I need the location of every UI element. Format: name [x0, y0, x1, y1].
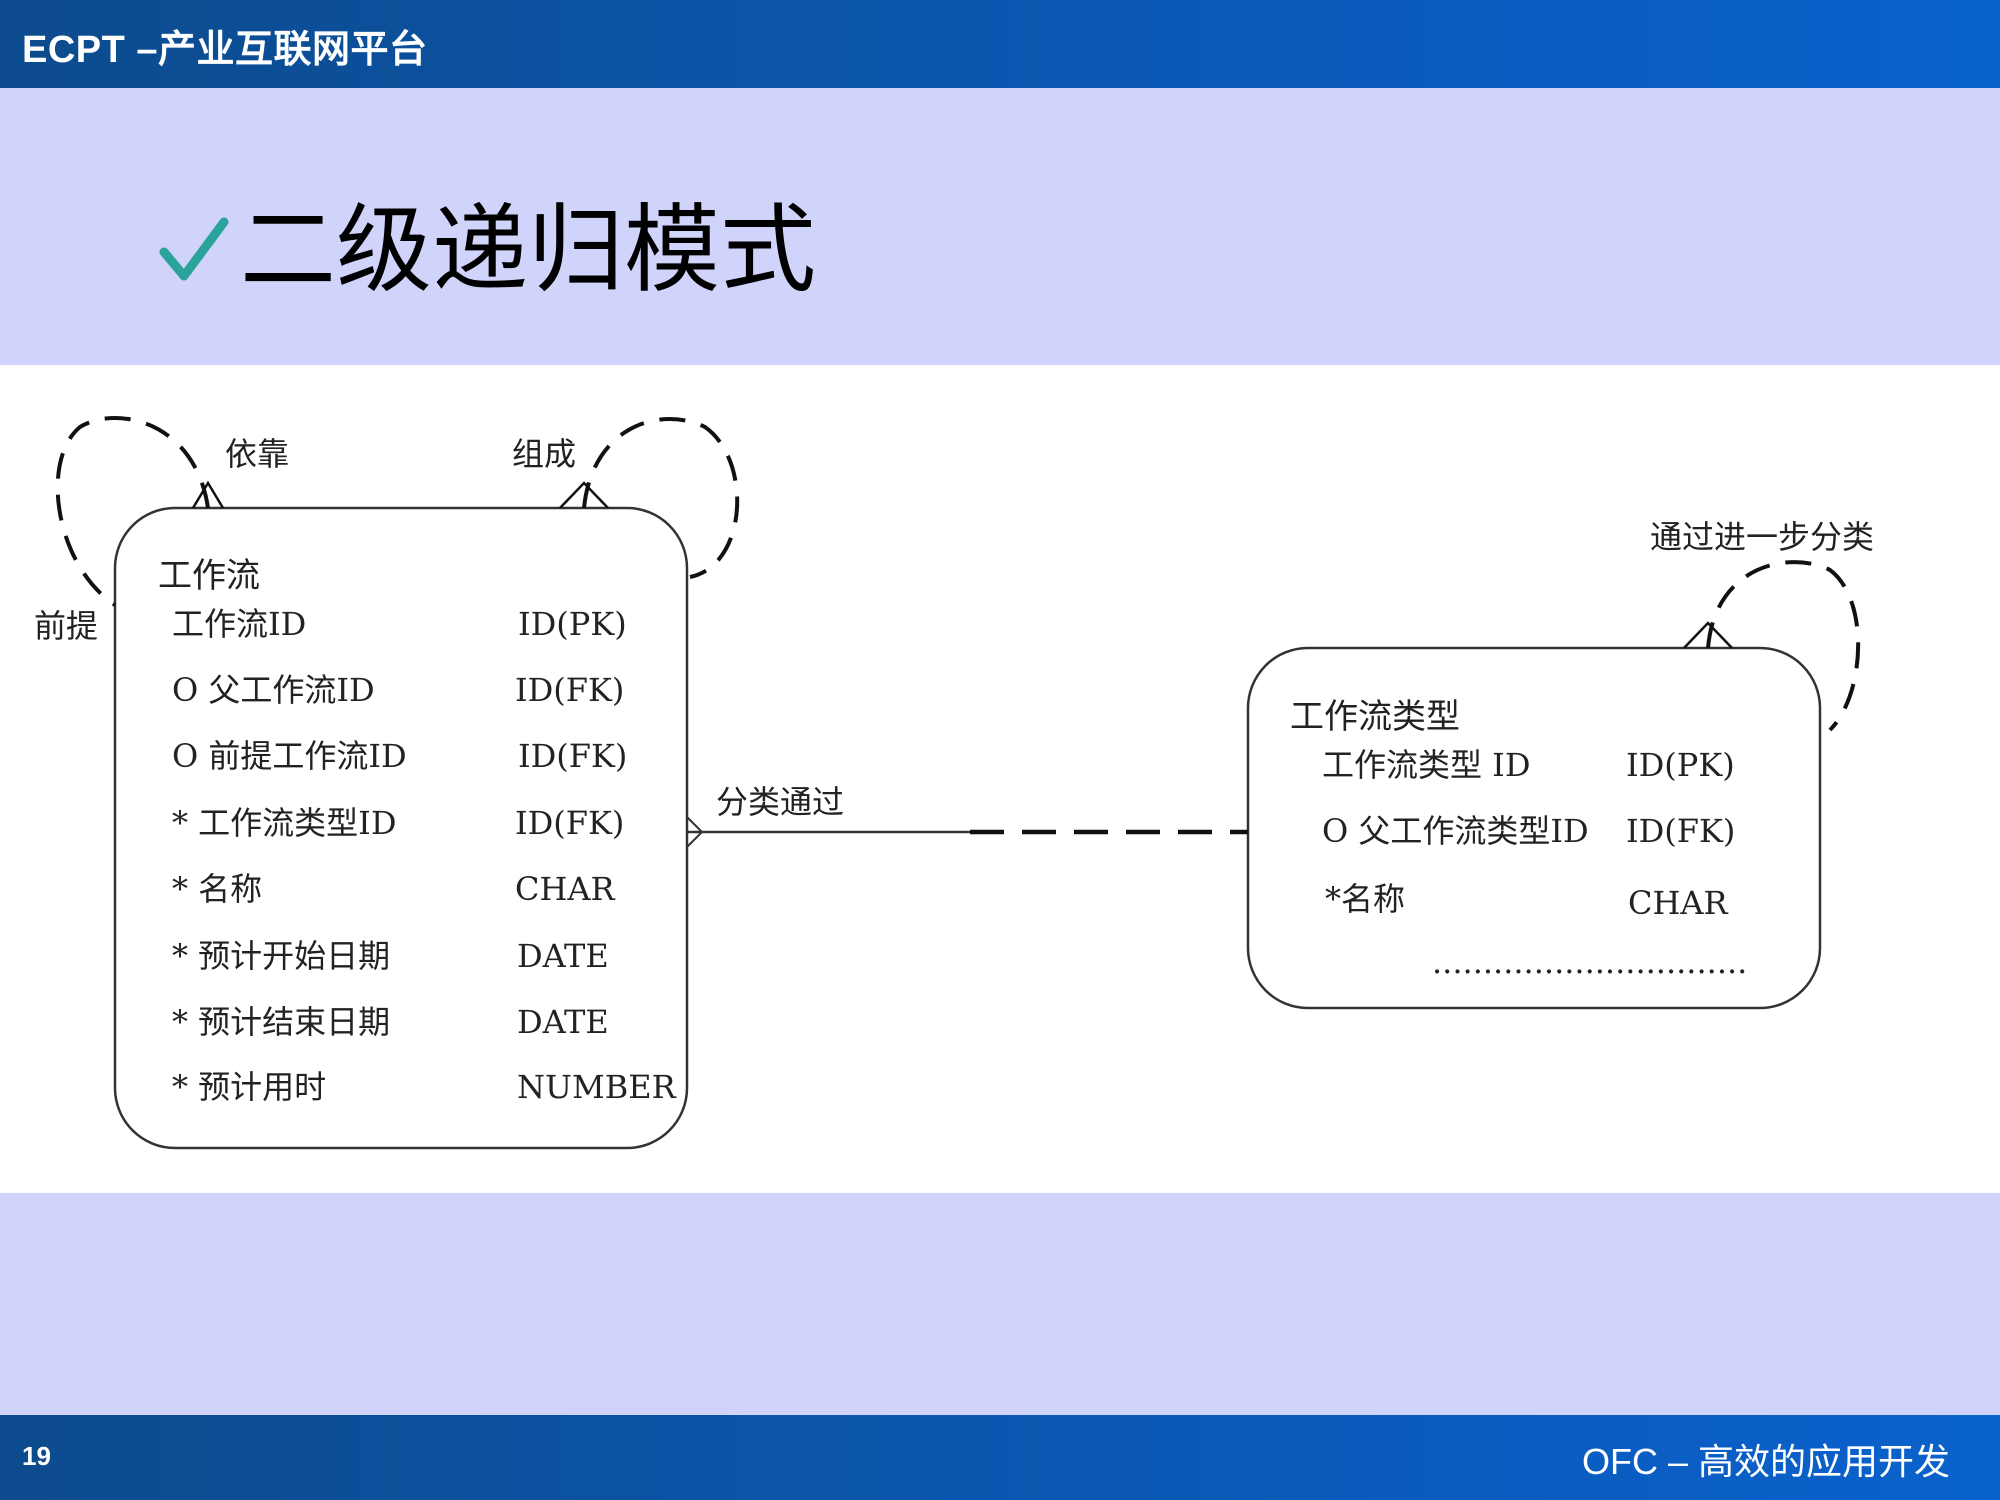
- label-prerequisite: 前提: [34, 607, 98, 645]
- attr-type: CHAR: [1628, 884, 1729, 922]
- label-composition: 组成: [512, 435, 576, 473]
- entity-workflow-name: 工作流: [158, 556, 260, 596]
- attr-name: * 名称: [172, 870, 262, 908]
- attr-type: ID(FK): [518, 737, 627, 775]
- attr-type: ID(PK): [518, 605, 627, 643]
- self-loop-further-classification: [1706, 560, 1861, 732]
- entity-workflow-box: [113, 506, 689, 1150]
- label-further-classification: 通过进一步分类: [1650, 518, 1874, 556]
- attr-name: * 工作流类型ID: [172, 804, 396, 842]
- footer-bar: 19 OFC – 高效的应用开发: [0, 1415, 2000, 1500]
- crow-foot-further-classification: [1683, 621, 1733, 649]
- attr-name: O 父工作流类型ID: [1322, 812, 1589, 850]
- attr-type: ID(FK): [515, 804, 624, 842]
- label-dependency: 依靠: [225, 435, 289, 473]
- header-title: ECPT –产业互联网平台: [22, 29, 428, 71]
- top-header-bar: ECPT –产业互联网平台: [0, 0, 2000, 88]
- attr-type: ID(PK): [1626, 746, 1735, 784]
- attr-type: NUMBER: [517, 1068, 677, 1106]
- slide-title-row: 二级递归模式: [158, 190, 816, 310]
- label-classified-by: 分类通过: [716, 783, 844, 821]
- attr-name: O 前提工作流ID: [172, 737, 407, 775]
- footer-tagline: OFC – 高效的应用开发: [1581, 1441, 1950, 1482]
- attr-name: * 预计用时: [172, 1068, 326, 1106]
- attr-name: *名称: [1325, 880, 1405, 918]
- attr-type: DATE: [517, 1003, 609, 1041]
- self-loop-composition: [582, 417, 740, 579]
- attr-name: * 预计结束日期: [172, 1003, 390, 1041]
- attr-type: ID(FK): [515, 671, 624, 709]
- entity-workflow-type-name: 工作流类型: [1290, 697, 1460, 737]
- crow-foot-classified-by: [686, 816, 704, 848]
- self-loop-dependency: [55, 415, 210, 607]
- crow-foot-dependency: [191, 480, 225, 509]
- er-diagram: 依靠 组成 前提 分类通过 通过进一步分类 工作流 工作流ID ID(PK) O…: [34, 415, 1874, 1150]
- attr-type: ID(FK): [1626, 812, 1735, 850]
- attr-name: 工作流ID: [172, 605, 306, 643]
- slide-title: 二级递归模式: [240, 194, 816, 306]
- page-number: 19: [22, 1441, 51, 1471]
- attr-name: 工作流类型 ID: [1322, 746, 1530, 784]
- checkmark-icon: [159, 217, 229, 281]
- entity-ellipsis: ...............................: [1432, 943, 1747, 981]
- attr-name: * 预计开始日期: [172, 937, 390, 975]
- crow-foot-composition: [559, 481, 609, 509]
- attr-name: O 父工作流ID: [172, 671, 375, 709]
- attr-type: DATE: [517, 937, 609, 975]
- attr-type: CHAR: [515, 870, 616, 908]
- entity-workflow-type-box: [1246, 646, 1822, 1010]
